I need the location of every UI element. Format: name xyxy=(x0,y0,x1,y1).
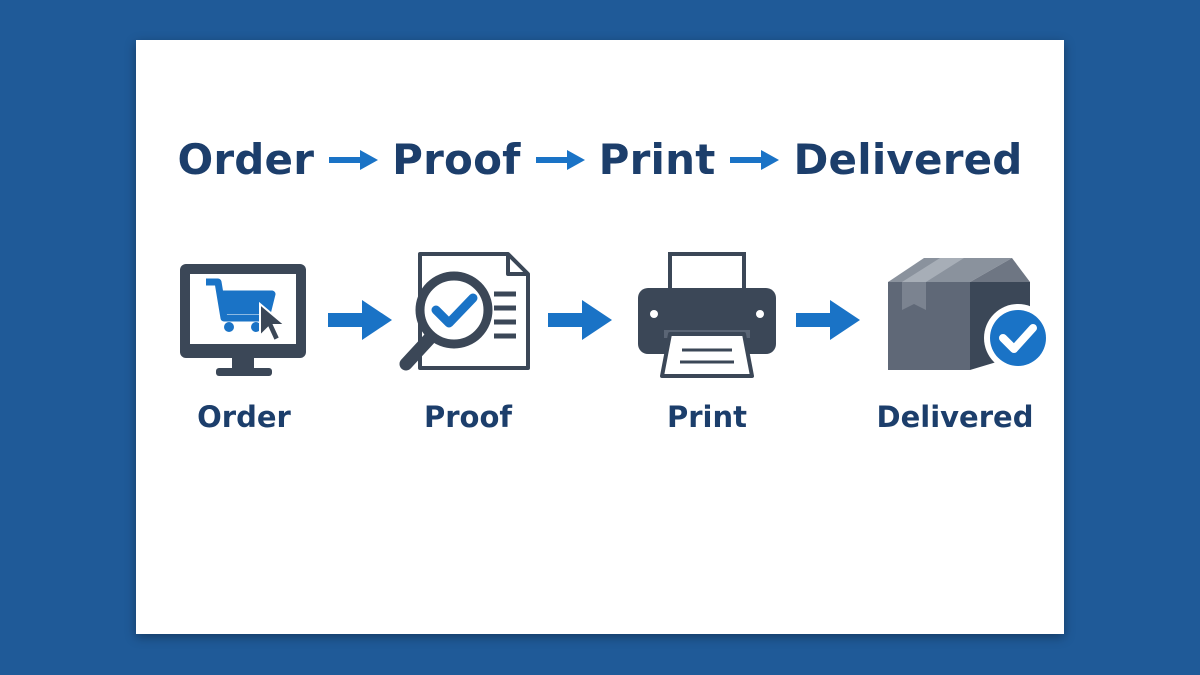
document-magnifier-check-icon xyxy=(396,248,536,384)
arrow-right-icon xyxy=(326,298,394,342)
heading-word-print: Print xyxy=(598,135,716,184)
printer-icon xyxy=(636,248,776,384)
heading-word-order: Order xyxy=(177,135,315,184)
arrow-right-icon xyxy=(794,298,862,342)
heading-arrow-icon xyxy=(326,145,380,175)
heading-arrow-icon xyxy=(727,145,781,175)
box-check-icon xyxy=(884,248,1060,384)
step-label-delivered: Delivered xyxy=(876,400,1034,434)
heading-word-proof: Proof xyxy=(392,135,521,184)
heading-word-delivered: Delivered xyxy=(793,135,1023,184)
process-heading: Order Proof Print Delivered xyxy=(0,128,1200,192)
heading-arrow-icon xyxy=(533,145,587,175)
step-label-proof: Proof xyxy=(423,400,513,434)
arrow-right-icon xyxy=(546,298,614,342)
monitor-cart-icon xyxy=(174,248,314,384)
step-label-order: Order xyxy=(197,400,291,434)
step-label-print: Print xyxy=(666,400,747,434)
